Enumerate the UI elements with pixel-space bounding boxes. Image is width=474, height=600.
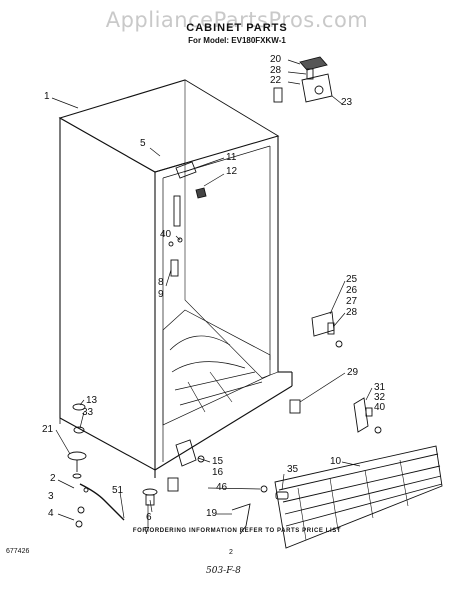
bottom-bracket: [175, 439, 205, 467]
ordering-note: FOR ORDERING INFORMATION REFER TO PARTS …: [132, 528, 342, 534]
callout-4: 4: [48, 508, 54, 519]
leader-lines: [51, 59, 373, 532]
callout-22: 22: [270, 75, 282, 86]
callout-19: 19: [206, 508, 218, 519]
callout-46: 46: [216, 482, 228, 493]
callout-26: 26: [346, 285, 358, 296]
date-mark: 503-F-8: [206, 566, 241, 576]
callout-7: 7: [144, 526, 150, 537]
mid-hinge-bracket: [311, 311, 343, 348]
callout-31: 31: [374, 382, 386, 393]
callout-25: 25: [346, 274, 358, 285]
page-number: 2: [229, 549, 233, 556]
callout-12: 12: [226, 166, 238, 177]
callout-40b: 40: [374, 402, 386, 413]
callout-16: 16: [212, 467, 224, 478]
callout-15: 15: [212, 456, 224, 467]
callout-23: 23: [341, 97, 353, 108]
cabinet-shell: [58, 79, 293, 478]
part-29-bracket: [289, 399, 301, 414]
part-code: 677426: [6, 548, 30, 555]
callout-10: 10: [330, 456, 342, 467]
callout-27: 27: [346, 296, 358, 307]
model-label: For Model: EV180FXKW-1: [188, 36, 286, 45]
callout-13: 13: [86, 395, 98, 406]
callout-28b: 28: [346, 307, 358, 318]
callout-20: 20: [270, 54, 282, 65]
diagram-title: CABINET PARTS: [186, 22, 288, 34]
interior-brackets: [168, 161, 207, 277]
callout-33: 33: [82, 407, 94, 418]
callout-1: 1: [44, 91, 50, 102]
callout-40a: 40: [160, 229, 172, 240]
lower-center-parts: [231, 485, 289, 535]
callout-51: 51: [112, 485, 124, 496]
callout-29: 29: [347, 367, 359, 378]
callout-5: 5: [140, 138, 146, 149]
kick-grille: [274, 445, 443, 549]
top-hinge-assembly: [273, 56, 333, 103]
callout-21: 21: [42, 424, 54, 435]
callout-35: 35: [287, 464, 299, 475]
callout-11: 11: [226, 152, 237, 163]
callout-8: 8: [158, 277, 164, 288]
callout-9: 9: [158, 289, 164, 300]
leveling-components: [67, 403, 179, 528]
callout-32: 32: [374, 392, 386, 403]
callout-3: 3: [48, 491, 54, 502]
callout-2: 2: [50, 473, 56, 484]
watermark-text: AppliancePartsPros.com: [105, 8, 369, 32]
callout-28a: 28: [270, 65, 282, 76]
callout-6: 6: [146, 512, 152, 523]
